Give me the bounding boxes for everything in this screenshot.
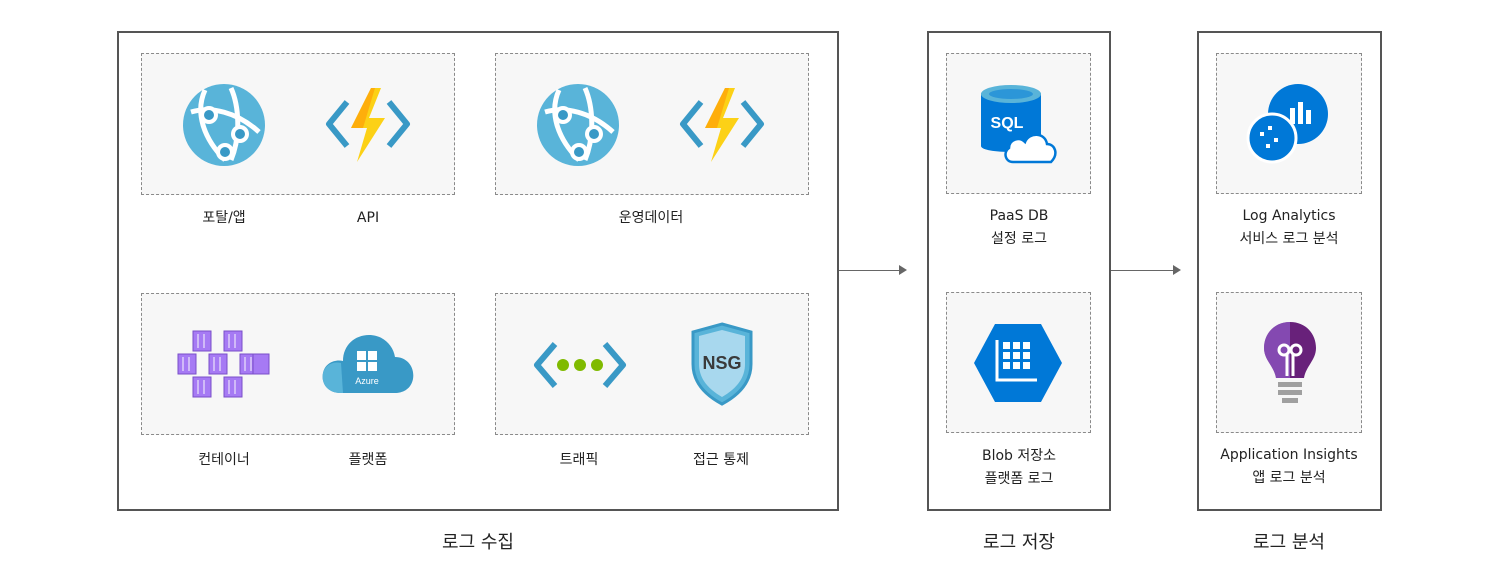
portal-app-label: 포탈/앱 (202, 210, 246, 226)
group-paas-db (946, 53, 1091, 194)
web-app-icon-ops (537, 84, 619, 166)
arrow-store-to-analyze (1111, 265, 1181, 275)
group-blob-storage (946, 292, 1091, 433)
log-analysis-title: 로그 분석 (1253, 532, 1325, 553)
sql-database-icon: SQL (981, 85, 1057, 164)
group-traffic-access (495, 293, 809, 435)
function-app-icon-ops (680, 88, 764, 162)
config-log-label: 설정 로그 (991, 231, 1047, 247)
group-log-analytics (1216, 53, 1362, 194)
traffic-label: 트래픽 (559, 452, 599, 468)
application-insights-label: Application Insights (1220, 447, 1358, 463)
access-control-label: 접근 통제 (693, 452, 749, 468)
nsg-icon-text: NSG (702, 353, 741, 373)
arrow-collect-to-store (839, 265, 907, 275)
blob-storage-icon (974, 324, 1062, 402)
application-insights-icon (1264, 322, 1316, 403)
azure-cloud-icon: Azure (322, 335, 414, 393)
ops-data-label: 운영데이터 (618, 210, 684, 226)
function-app-icon (326, 88, 410, 162)
network-traffic-icon (534, 342, 626, 388)
blob-storage-label: Blob 저장소 (981, 448, 1057, 464)
log-storage-title: 로그 저장 (983, 532, 1055, 553)
platform-label: 플랫폼 (348, 452, 388, 468)
paas-db-label: PaaS DB (989, 208, 1049, 224)
web-app-icon (183, 84, 265, 166)
service-log-analysis-label: 서비스 로그 분석 (1239, 231, 1339, 247)
container-label: 컨테이너 (198, 452, 250, 468)
nsg-shield-icon: NSG (691, 322, 753, 406)
api-label: API (356, 210, 380, 226)
sql-icon-text: SQL (991, 115, 1024, 132)
log-analytics-label: Log Analytics (1242, 208, 1336, 224)
log-analytics-icon (1246, 84, 1328, 164)
log-collection-title: 로그 수집 (442, 532, 514, 553)
app-log-analysis-label: 앱 로그 분석 (1252, 470, 1326, 486)
azure-icon-text: Azure (355, 376, 379, 386)
container-icon (177, 330, 270, 398)
platform-log-label: 플랫폼 로그 (984, 471, 1054, 487)
